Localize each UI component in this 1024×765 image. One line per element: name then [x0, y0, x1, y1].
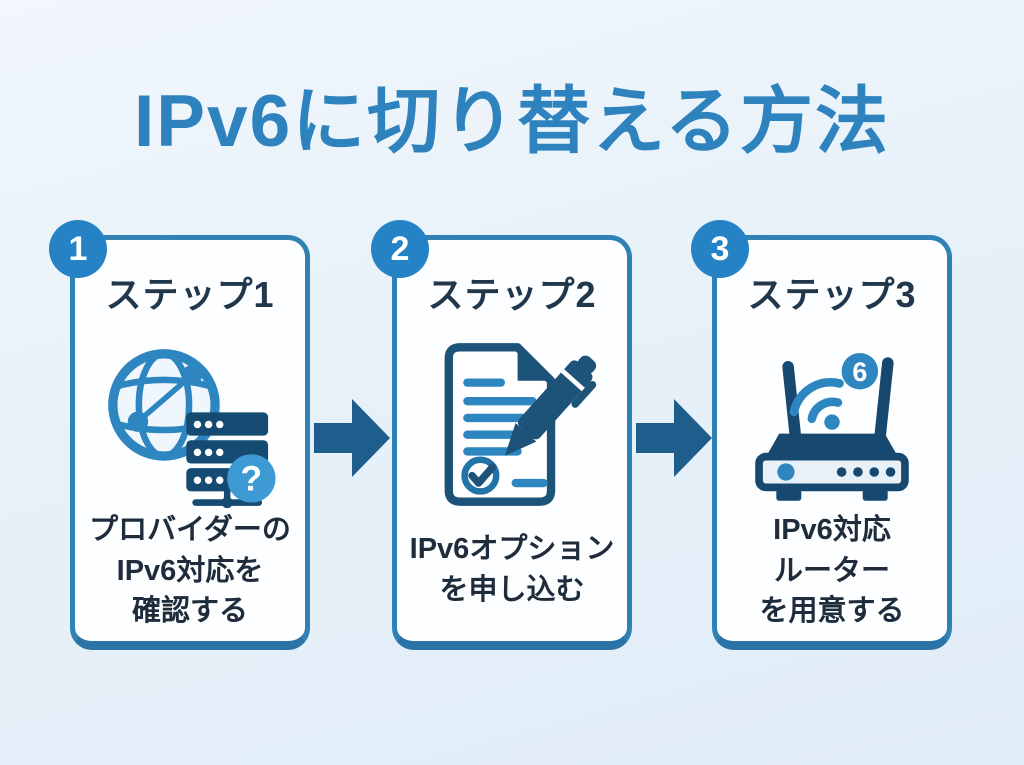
step-card-2: 2 ステップ2 — [371, 220, 632, 650]
question-mark-glyph: ? — [241, 459, 263, 498]
application-form-pen-icon — [444, 343, 597, 506]
arrow-head — [674, 399, 712, 477]
step-label: ステップ1 — [105, 274, 275, 315]
step-number-badge: 3 — [691, 220, 749, 278]
step-icon-box: ? — [94, 338, 286, 510]
step-description: IPv6オプション を申し込む — [409, 532, 615, 606]
page-title: IPv6に切り替える方法 — [134, 81, 890, 162]
step-number-badge: 2 — [371, 220, 429, 278]
wifi6-badge-glyph: 6 — [852, 357, 867, 387]
right-arrow-icon — [312, 399, 390, 477]
step-label: ステップ3 — [747, 274, 917, 315]
step-card-3: 3 ステップ3 6 — [691, 220, 952, 650]
arrow-head — [352, 399, 390, 477]
arrow-shaft — [636, 423, 676, 453]
step-card-1: 1 ステップ1 — [49, 220, 310, 650]
step-description: IPv6対応 ルーター を用意する — [759, 514, 905, 628]
arrow-shaft — [314, 423, 354, 453]
step-icon-box — [416, 338, 608, 510]
wifi6-router-icon: 6 — [755, 352, 909, 501]
step-number-badge: 1 — [49, 220, 107, 278]
step-label: ステップ2 — [427, 274, 597, 315]
step-icon-box: 6 — [736, 338, 928, 510]
right-arrow-icon — [634, 399, 712, 477]
globe-server-question-icon: ? — [108, 349, 276, 509]
step-description: プロバイダーの IPv6対応を 確認する — [89, 514, 291, 628]
